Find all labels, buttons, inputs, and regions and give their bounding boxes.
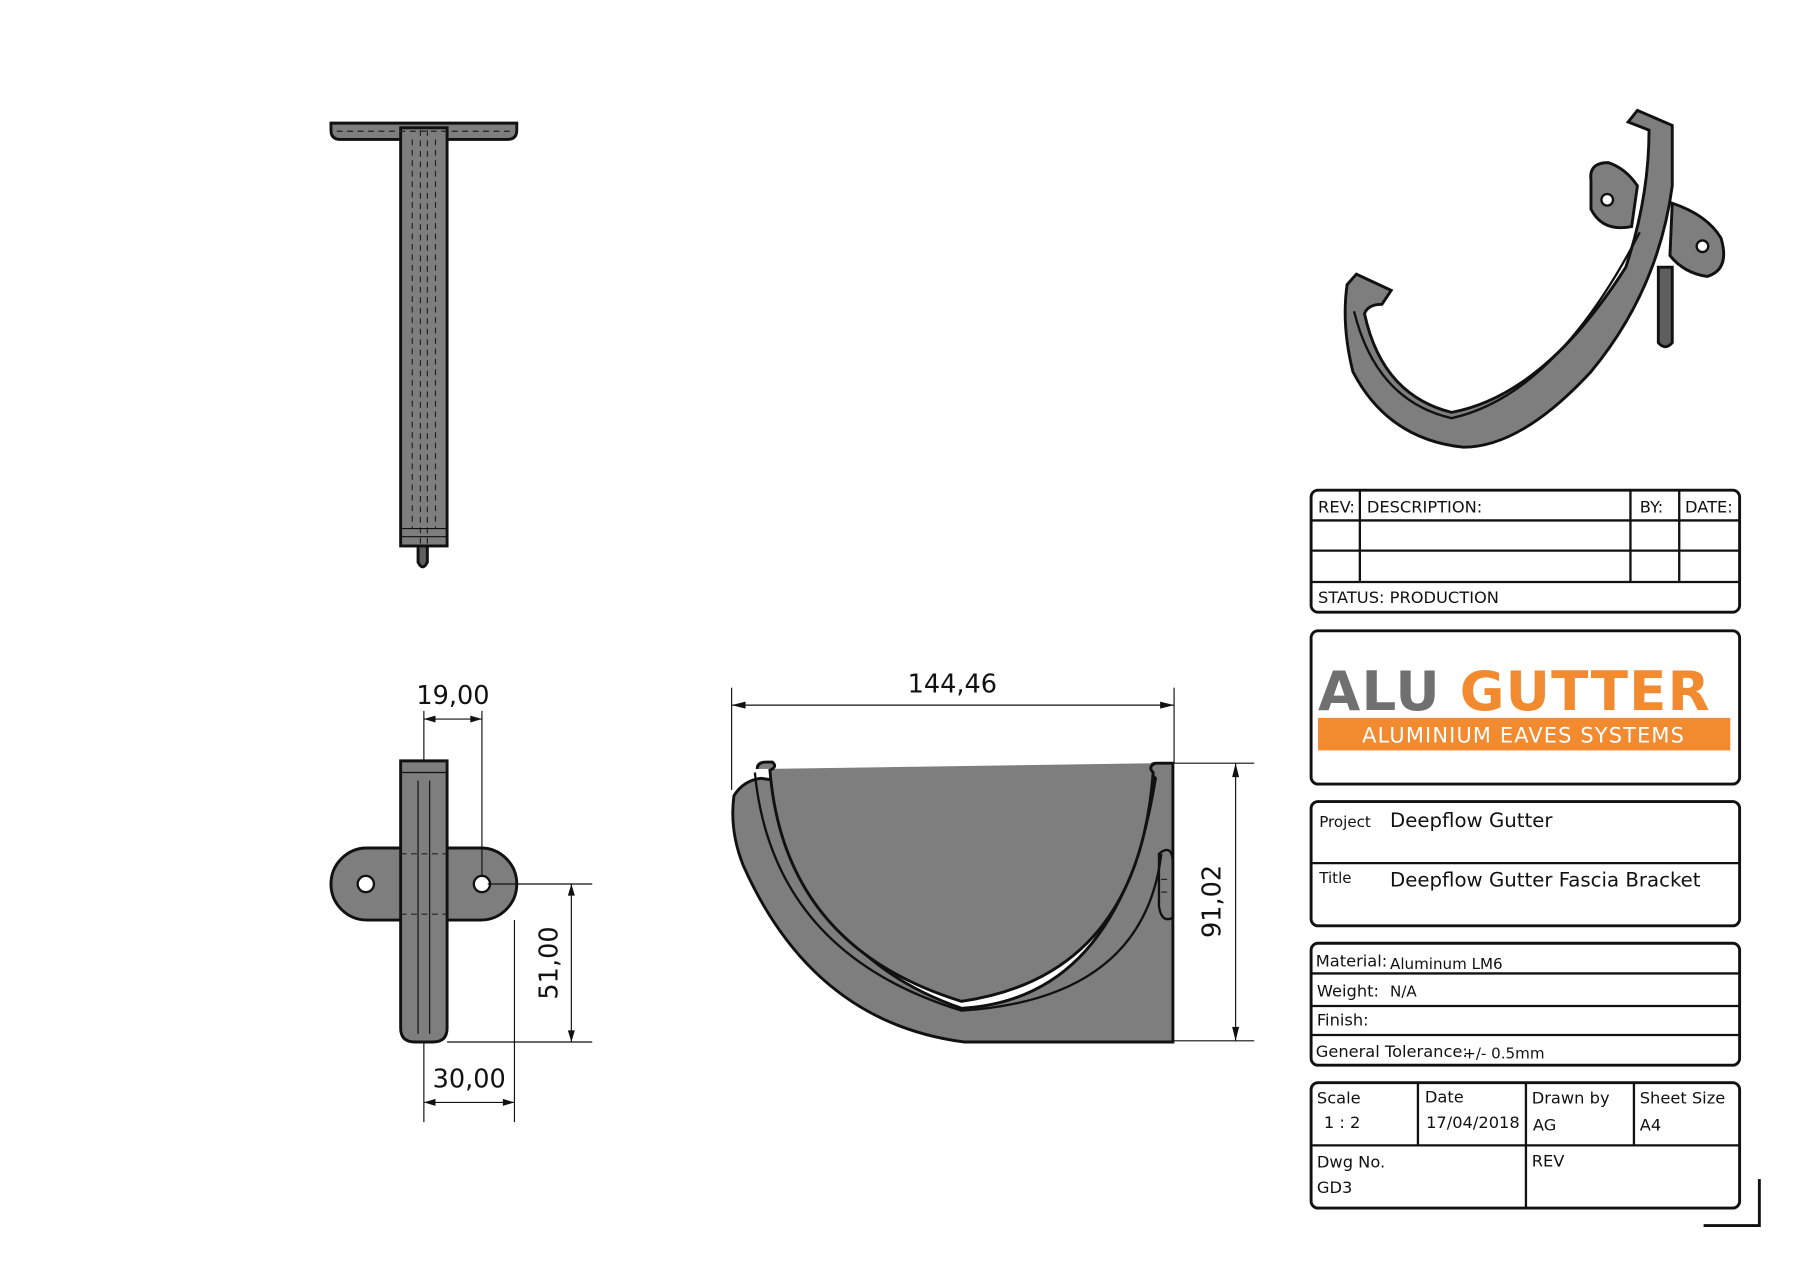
title-label: Title [1318, 869, 1351, 887]
drawn-by-value: AG [1533, 1115, 1556, 1134]
date-label: Date [1425, 1087, 1464, 1106]
finish-label: Finish: [1317, 1011, 1369, 1030]
isometric-view [1343, 108, 1726, 449]
weight-label: Weight: [1317, 982, 1379, 1001]
info-block: Scale 1 : 2 Date 17/04/2018 Drawn by AG … [1309, 1081, 1742, 1210]
revision-table: REV: DESCRIPTION: BY: DATE: STATUS: PROD… [1309, 488, 1742, 614]
sheet-size-value: A4 [1640, 1115, 1661, 1134]
project-label: Project [1319, 813, 1371, 831]
dimension-label: 19,00 [416, 681, 489, 711]
dimension-overall-height: 91,02 [1174, 762, 1255, 1042]
logo-gutter: GUTTER [1460, 659, 1711, 723]
description-header: DESCRIPTION: [1367, 497, 1482, 516]
tolerance-value: +/- 0.5mm [1463, 1044, 1544, 1062]
date-header: DATE: [1685, 497, 1733, 516]
project-value: Deepflow Gutter [1390, 809, 1553, 832]
front-view [329, 759, 519, 1044]
date-value: 17/04/2018 [1426, 1113, 1520, 1132]
mounting-hole-left [356, 874, 376, 894]
dimension-label: 30,00 [433, 1064, 506, 1094]
dimension-tab-width: 19,00 [416, 681, 489, 878]
sheet-size-label: Sheet Size [1640, 1089, 1726, 1108]
rev-label: REV [1532, 1151, 1565, 1170]
dimension-label: 51,00 [534, 926, 564, 999]
dimension-overall-width: 144,46 [731, 669, 1175, 790]
tolerance-label: General Tolerance: [1316, 1042, 1468, 1061]
sheet-corner-mark [1703, 1179, 1761, 1227]
logo-box: ALU GUTTER ALUMINIUM EAVES SYSTEMS [1309, 629, 1742, 786]
by-header: BY: [1640, 497, 1664, 516]
material-value: Aluminum LM6 [1390, 955, 1503, 973]
dimension-base-width: 30,00 [423, 920, 516, 1123]
dwg-no-label: Dwg No. [1317, 1152, 1385, 1171]
scale-value: 1 : 2 [1324, 1113, 1360, 1132]
top-view [329, 121, 519, 569]
project-block: Project Deepflow Gutter Title Deepflow G… [1309, 800, 1742, 928]
status-text: STATUS: PRODUCTION [1318, 588, 1499, 607]
scale-label: Scale [1317, 1089, 1361, 1108]
weight-value: N/A [1390, 983, 1417, 1001]
specs-block: Material: Aluminum LM6 Weight: N/A Finis… [1309, 941, 1742, 1067]
material-label: Material: [1316, 951, 1387, 970]
rev-header: REV: [1318, 497, 1355, 516]
dimension-hole-height: 51,00 [447, 883, 593, 1043]
dimension-label: 91,02 [1198, 865, 1228, 938]
title-value: Deepflow Gutter Fascia Bracket [1390, 868, 1701, 891]
drawn-by-label: Drawn by [1532, 1089, 1610, 1108]
side-view [731, 760, 1175, 1044]
logo-tagline: ALUMINIUM EAVES SYSTEMS [1362, 723, 1685, 747]
dimension-label: 144,46 [908, 669, 997, 699]
mounting-hole-right [472, 874, 492, 894]
logo-alu: ALU [1318, 659, 1441, 723]
dwg-no-value: GD3 [1317, 1178, 1352, 1197]
